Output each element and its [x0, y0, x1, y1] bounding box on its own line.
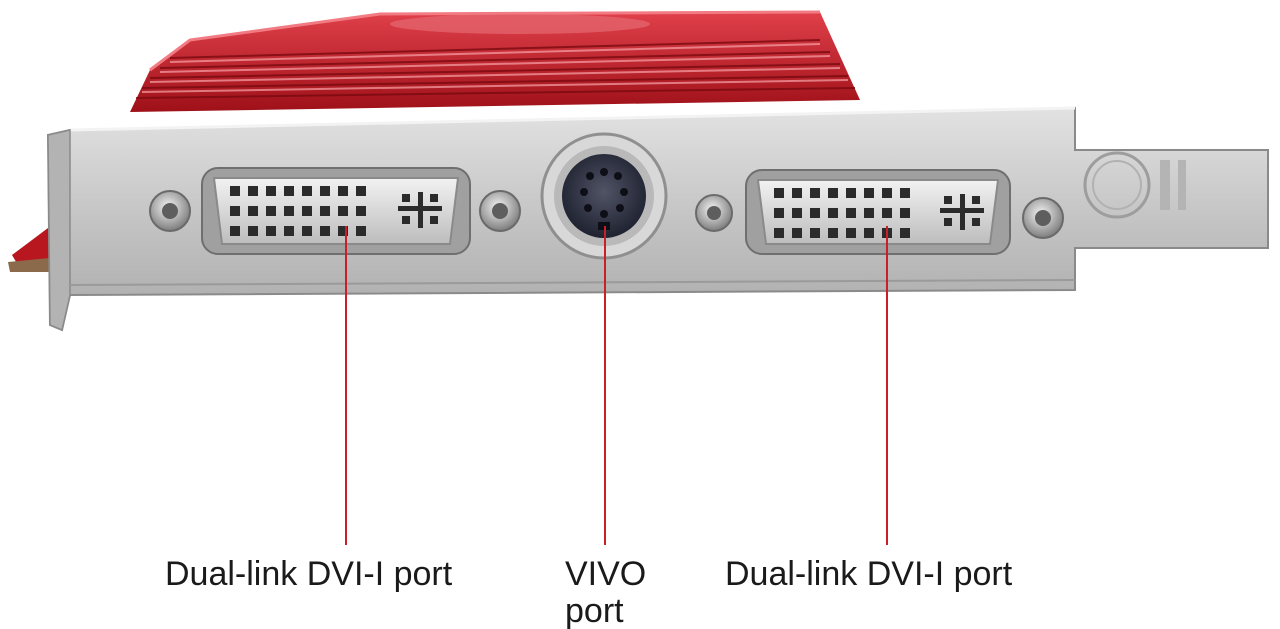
left-port-label: Dual-link DVI-I port [165, 555, 453, 593]
bracket-screws [149, 190, 1064, 239]
left-dvi-connector [201, 167, 471, 255]
vivo-port-label-line2: port [565, 592, 624, 629]
right-dvi-connector [745, 169, 1011, 255]
vivo-port-label: VIVO port [565, 556, 646, 629]
vivo-port-label-line1: VIVO [565, 555, 647, 593]
vivo-connector [540, 132, 668, 260]
right-port-label: Dual-link DVI-I port [725, 555, 1013, 593]
callout-leader-lines [345, 226, 888, 545]
